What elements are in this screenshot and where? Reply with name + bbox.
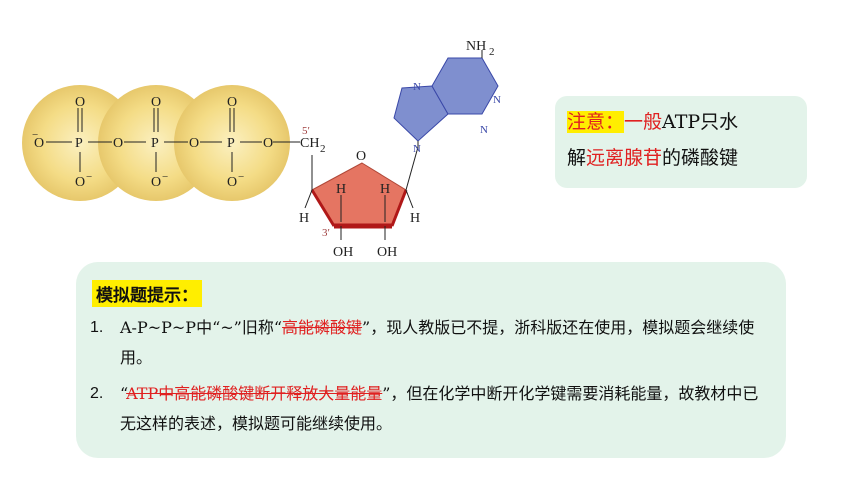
top-oxygen-2: O — [151, 95, 161, 110]
h-outer-right: H — [410, 211, 420, 226]
hint-2-pre: “ — [120, 384, 127, 403]
note-line-2: 解远离腺苷的磷酸键 — [567, 140, 795, 176]
note-highlight: 一般 — [624, 111, 663, 133]
bottom-minus-1: − — [86, 171, 92, 183]
prime-5-label: 5′ — [302, 125, 310, 137]
note-text-2-pre: 解 — [567, 147, 587, 169]
top-oxygen-3: O — [227, 95, 237, 110]
oh-left: OH — [333, 245, 353, 260]
note-prefix: 注意： — [567, 111, 625, 133]
ch2-subscript: 2 — [320, 143, 326, 155]
ch2-label: CH — [300, 136, 319, 151]
note-text-2-post: 的磷酸键 — [662, 147, 739, 169]
bottom-minus-2: − — [162, 171, 168, 183]
nh2-label: NH — [466, 39, 486, 54]
bottom-oxygen-2: O — [151, 175, 161, 190]
nitrogen-1: N — [493, 94, 501, 106]
note-line-1: 注意：一般ATP只水 — [567, 104, 795, 140]
bridge-oxygen-3: O — [263, 136, 273, 151]
phosphate-circle-3 — [174, 85, 290, 201]
nh2-subscript: 2 — [489, 46, 495, 58]
minus-sign-left: − — [32, 129, 38, 141]
hint-item-1: 1. A-P~P~P中“~”旧称“高能磷酸键”，现人教版已不提，浙科版还在使用，模… — [90, 313, 760, 373]
note-text-1: ATP只水 — [662, 111, 739, 133]
hint-number-2: 2. — [90, 385, 104, 402]
hint-2-strikethrough: ATP中高能磷酸键断开释放大量能量 — [126, 384, 383, 403]
bridge-oxygen-2: O — [189, 136, 199, 151]
hint-2-post: ”，但在化学中断开化学键需要消耗能量，故教材中已无这样的表述，模拟题可能继续使用… — [120, 384, 759, 433]
note-callout: 注意：一般ATP只水 解远离腺苷的磷酸键 — [555, 96, 807, 188]
adenine-base — [393, 50, 499, 150]
phosphorus-2: P — [151, 136, 159, 151]
h-ring-left: H — [336, 182, 346, 197]
hint-1-pre: A-P~P~P中“~”旧称“ — [120, 318, 283, 337]
bridge-oxygen-1: O — [113, 136, 123, 151]
hint-1-strikethrough: 高能磷酸键 — [282, 318, 363, 337]
ring-oxygen: O — [356, 149, 366, 164]
nitrogen-7: N — [413, 81, 421, 93]
bottom-oxygen-1: O — [75, 175, 85, 190]
hints-panel: 模拟题提示： 1. A-P~P~P中“~”旧称“高能磷酸键”，现人教版已不提，浙科… — [76, 262, 786, 458]
top-oxygen-1: O — [75, 95, 85, 110]
bottom-oxygen-3: O — [227, 175, 237, 190]
o-minus-left: O — [34, 136, 44, 151]
oh-right: OH — [377, 245, 397, 260]
hint-item-2: 2. “ATP中高能磷酸键断开释放大量能量”，但在化学中断开化学键需要消耗能量，故… — [90, 379, 760, 439]
hint-1-post: ”，现人教版已不提，浙科版还在使用，模拟题会继续使用。 — [120, 318, 755, 367]
ribose-ring — [310, 162, 408, 229]
nitrogen-9: N — [413, 143, 421, 155]
h-ring-right: H — [380, 182, 390, 197]
hints-title: 模拟题提示： — [92, 280, 202, 307]
hint-number-1: 1. — [90, 319, 104, 336]
h-outer-left: H — [299, 211, 309, 226]
note-red-term: 远离腺苷 — [586, 147, 663, 169]
nitrogen-3: N — [480, 124, 488, 136]
phosphorus-1: P — [75, 136, 83, 151]
bottom-minus-3: − — [238, 171, 244, 183]
phosphorus-3: P — [227, 136, 235, 151]
prime-3-label: 3′ — [322, 227, 330, 239]
